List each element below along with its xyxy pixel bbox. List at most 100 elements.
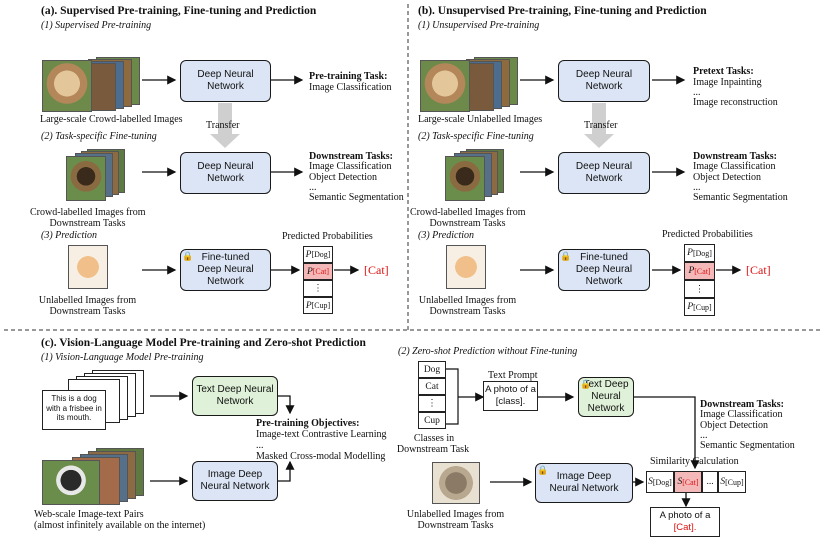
downstream-item: Object Detection xyxy=(309,172,378,183)
prob-cup: P[Cup] xyxy=(684,298,715,316)
finetuned-box-a: Fine-tuned Deep Neural Network xyxy=(180,249,271,291)
dog-photo-icon xyxy=(42,60,92,112)
prob-symbol: P xyxy=(305,300,312,311)
lock-icon: 🔒 xyxy=(580,379,592,389)
cat-photo-icon xyxy=(68,245,108,289)
objective-item: Masked Cross-modal Modelling xyxy=(256,451,386,462)
dnn-box-b1: Deep Neural Network xyxy=(558,60,650,102)
text-dnn-label: Text Deep Neural Network xyxy=(196,384,274,407)
result-a: [Cat] xyxy=(364,263,389,277)
downstream-item: Image Classification xyxy=(309,161,392,172)
panel-b-step2: (2) Task-specific Fine-tuning xyxy=(418,131,534,142)
ft-images-caption-b2: Downstream Tasks xyxy=(429,218,506,229)
dnn-box-b2: Deep Neural Network xyxy=(558,152,650,194)
panel-a-step1: (1) Supervised Pre-training xyxy=(41,20,152,31)
cat-photo-icon xyxy=(432,462,480,504)
downstream-item: ... xyxy=(309,182,317,193)
prob-symbol: P xyxy=(687,248,693,258)
similarity-label: Similarity Calculation xyxy=(650,456,739,467)
pretrain-images-caption: Large-scale Crowd-labelled Images xyxy=(40,114,183,125)
image-dnn-label: Image Deep Neural Network xyxy=(200,469,270,492)
panel-a-title: (a). Supervised Pre-training, Fine-tunin… xyxy=(41,5,317,17)
lock-icon: 🔒 xyxy=(182,251,194,261)
downstream-item: ... xyxy=(693,182,701,193)
predicted-probs-label-b: Predicted Probabilities xyxy=(662,229,753,240)
prob-dots: ⋮ xyxy=(684,280,715,298)
pretrain-images-caption-b: Large-scale Unlabelled Images xyxy=(418,114,543,125)
text-dnn-label: Text Deep Neural Network xyxy=(583,379,629,414)
unlabelled-caption-2: Downstream Tasks xyxy=(417,520,494,531)
prob-symbol: P xyxy=(688,266,695,276)
prob-cat-label: [Cat] xyxy=(312,267,330,276)
prob-cup: P[Cup] xyxy=(303,297,333,314)
lock-icon: 🔒 xyxy=(560,251,572,261)
downstream-item: ... xyxy=(700,430,708,441)
classes-caption-2: Downstream Task xyxy=(396,444,470,455)
image-dnn-box-zs: Image Deep Neural Network xyxy=(535,463,633,503)
downstream-title-c: Downstream Tasks: xyxy=(700,399,784,410)
class-dog: Dog xyxy=(418,361,446,378)
dnn-box-a1: Deep Neural Network xyxy=(180,60,271,102)
result-line2: [Cat]. xyxy=(673,522,697,533)
panel-c-step1: (1) Vision-Language Model Pre-training xyxy=(41,352,204,363)
zero-shot-result-box: A photo of a [Cat]. xyxy=(650,507,720,537)
classes-caption-1: Classes in xyxy=(413,433,455,444)
result-b: [Cat] xyxy=(746,263,771,277)
image-dnn-label: Image Deep Neural Network xyxy=(549,471,619,494)
panel-b-step1: (1) Unsupervised Pre-training xyxy=(418,20,540,31)
downstream-item: Object Detection xyxy=(693,172,762,183)
dog-photo-icon xyxy=(420,60,470,112)
sim-cat: S[Cat] xyxy=(674,471,702,493)
panel-b-step3: (3) Prediction xyxy=(418,230,475,241)
downstream-item: Object Detection xyxy=(700,420,769,431)
pairs-caption-1: Web-scale Image-text Pairs xyxy=(34,509,144,520)
finetuned-label: Fine-tuned Deep Neural Network xyxy=(575,252,633,287)
text-prompt-line1: A photo of a xyxy=(485,384,536,395)
pretrain-task-value: Image Classification xyxy=(309,82,392,93)
sim-symbol: S xyxy=(677,477,683,487)
class-cup: Cup xyxy=(418,412,446,429)
predicted-probs-label-a: Predicted Probabilities xyxy=(282,231,373,242)
prob-cup-label: [Cup] xyxy=(311,301,331,310)
downstream-title-a: Downstream Tasks: xyxy=(309,151,393,162)
unlabelled-caption-1: Unlabelled Images from xyxy=(406,509,505,520)
downstream-item: Semantic Segmentation xyxy=(309,192,404,203)
pred-images-caption-1: Unlabelled Images from xyxy=(38,295,137,306)
panel-a-step2: (2) Task-specific Fine-tuning xyxy=(41,131,157,142)
transfer-label-a: Transfer xyxy=(206,120,240,131)
panel-c-step2: (2) Zero-shot Prediction without Fine-tu… xyxy=(398,346,578,357)
transfer-label-b: Transfer xyxy=(584,120,618,131)
sim-cup-label: [Cup] xyxy=(725,477,744,487)
prob-dog-label: [Dog] xyxy=(692,248,712,258)
result-line1: A photo of a xyxy=(659,510,711,521)
class-dots: ⋮ xyxy=(418,395,446,412)
sim-dots: ... xyxy=(702,471,718,493)
pretrain-task-title: Pre-training Task: xyxy=(309,71,388,82)
pretext-title: Pretext Tasks: xyxy=(693,66,754,77)
pairs-caption-2: (almost infinitely available on the inte… xyxy=(34,520,206,531)
prob-cat-label: [Cat] xyxy=(694,266,711,276)
text-prompt-label: Text Prompt xyxy=(488,370,538,381)
finetuned-box-b: Fine-tuned Deep Neural Network xyxy=(558,249,650,291)
prob-dog: P[Dog] xyxy=(684,244,715,262)
prob-dots: ⋮ xyxy=(303,280,333,297)
downstream-item: Image Classification xyxy=(700,409,783,420)
sim-cat-label: [Cat] xyxy=(682,477,699,487)
text-prompt-line2: [class]. xyxy=(495,396,526,407)
cat-photo-icon xyxy=(446,245,486,289)
downstream-item: Image Classification xyxy=(693,161,776,172)
lock-icon: 🔒 xyxy=(537,465,549,475)
class-cat: Cat xyxy=(418,378,446,395)
objective-item: Image-text Contrastive Learning xyxy=(256,429,387,440)
prob-cat: P[Cat] xyxy=(303,263,333,280)
prob-symbol: P xyxy=(306,266,313,277)
downstream-title-b: Downstream Tasks: xyxy=(693,151,777,162)
sim-cup: S[Cup] xyxy=(718,471,746,493)
pretext-item: Image Inpainting xyxy=(693,77,762,88)
panel-b-title: (b). Unsupervised Pre-training, Fine-tun… xyxy=(418,5,707,17)
pred-images-caption-b2: Downstream Tasks xyxy=(429,306,506,317)
downstream-item: Semantic Segmentation xyxy=(700,440,795,451)
ft-images-caption-b1: Crowd-labelled Images from xyxy=(410,207,526,218)
prob-symbol: P xyxy=(305,249,312,260)
